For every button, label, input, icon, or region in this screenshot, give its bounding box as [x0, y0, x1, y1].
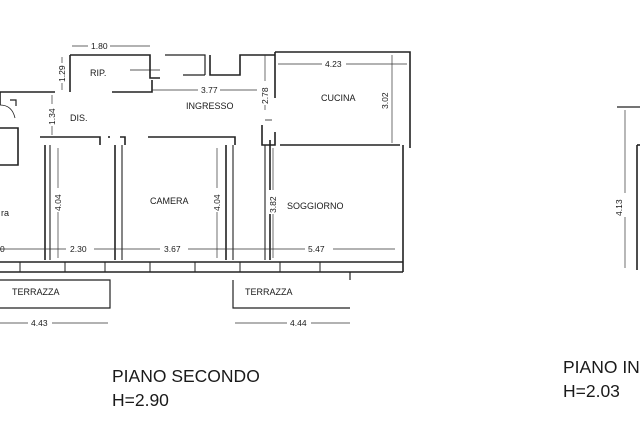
dim-3-67: 3.67 [164, 244, 181, 254]
dim-2-30: 2.30 [70, 244, 87, 254]
dim-3-02: 3.02 [380, 92, 390, 109]
floor-title-next: PIANO IN [563, 357, 640, 377]
dim-3-77: 3.77 [201, 85, 218, 95]
room-label-camera: CAMERA [150, 196, 189, 206]
door-arc-left [0, 104, 16, 119]
dim-label-masks [28, 40, 631, 328]
wall-left-notch [10, 99, 17, 106]
dim-1-34: 1.34 [47, 108, 57, 125]
room-label-cucina: CUCINA [321, 93, 356, 103]
dim-5-47: 5.47 [308, 244, 325, 254]
wall-window-marks [19, 262, 321, 272]
dim-4-04-left: 4.04 [53, 194, 63, 211]
wall-dis-bottom-left [40, 136, 101, 145]
dim-4-43: 4.43 [31, 318, 48, 328]
floor-height-next: H=2.03 [563, 381, 620, 401]
wall-ingresso-top [165, 54, 206, 75]
wall-top-mid [209, 54, 275, 76]
floor-height-second: H=2.90 [112, 390, 169, 410]
dim-4-04-mid: 4.04 [212, 194, 222, 211]
room-label-terrazza-left: TERRAZZA [12, 287, 60, 297]
dim-1-29: 1.29 [57, 65, 67, 82]
wall-rip-top [70, 54, 160, 79]
dim-left-edge: 0 [0, 244, 5, 254]
dim-2-78: 2.78 [260, 87, 270, 104]
room-label-camera-partial: ra [1, 208, 9, 218]
dim-3-82: 3.82 [268, 196, 278, 213]
room-label-soggiorno: SOGGIORNO [287, 201, 344, 211]
terrace-right [232, 280, 350, 309]
wall-cucina-doorjamb [261, 125, 276, 146]
wall-rip-bottom [112, 80, 153, 93]
terrace-left [0, 279, 111, 309]
dim-4-13: 4.13 [614, 199, 624, 216]
room-label-ingresso: INGRESSO [186, 101, 234, 111]
floor-title-second: PIANO SECONDO [112, 366, 260, 386]
dim-4-23: 4.23 [325, 59, 342, 69]
walls [0, 51, 640, 309]
wall-camera-top [148, 136, 236, 145]
room-label-dis: DIS. [70, 113, 88, 123]
wall-cucina-outer [275, 51, 411, 148]
wall-left-closet [0, 127, 19, 166]
wall-dis-bottom-mid [120, 136, 126, 145]
dim-4-44: 4.44 [290, 318, 307, 328]
room-label-terrazza-right: TERRAZZA [245, 287, 293, 297]
dim-1-80: 1.80 [91, 41, 108, 51]
room-label-rip: RIP. [90, 68, 106, 78]
dimension-lines [0, 45, 626, 324]
